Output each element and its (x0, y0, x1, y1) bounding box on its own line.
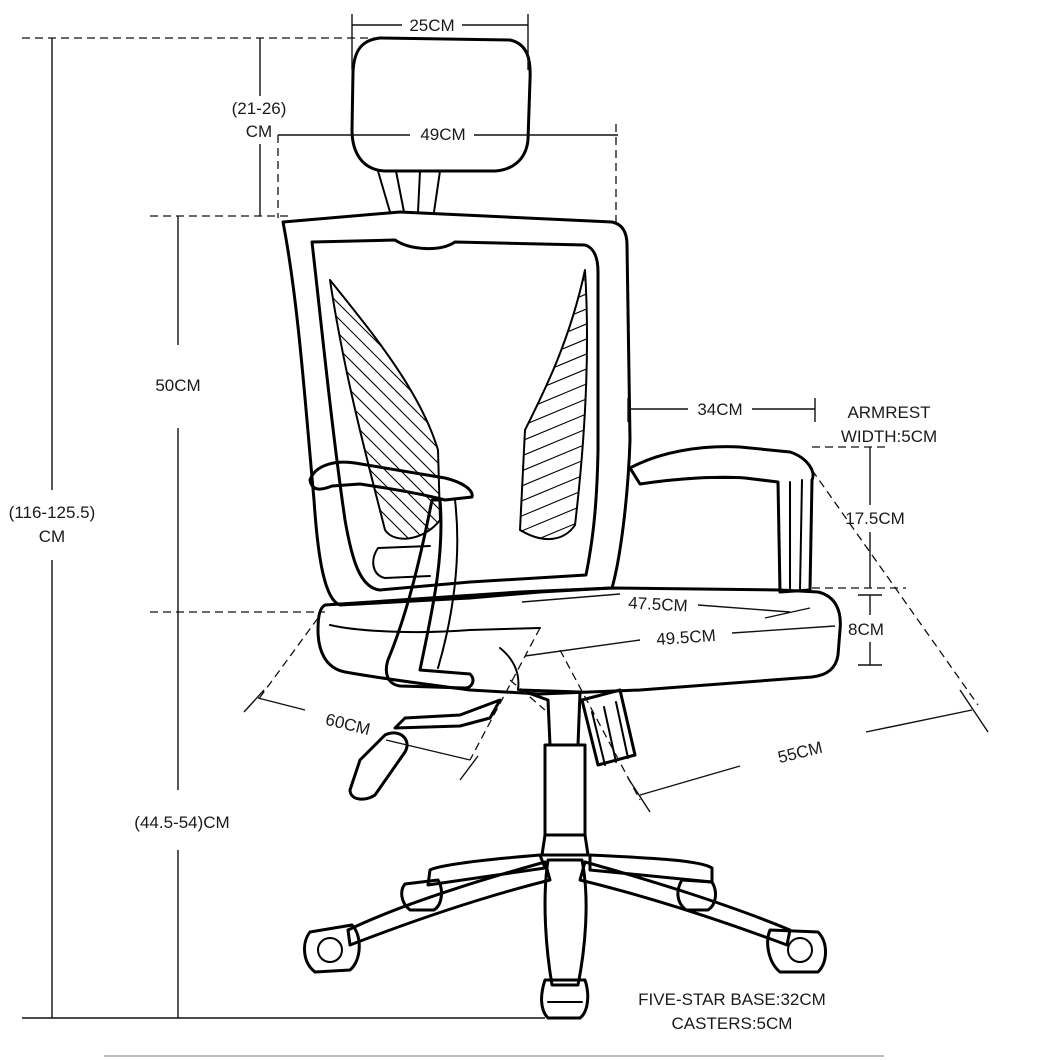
dimension-labels: 25CM (21-26) CM 49CM 50CM (116-125.5) CM… (9, 16, 937, 1033)
label-overall-depth: 60CM (324, 710, 373, 739)
label-seat-width: 49.5CM (656, 626, 717, 649)
mesh-left (330, 280, 440, 539)
label-total-height-line2: CM (39, 527, 65, 546)
caster-back-right (676, 878, 717, 912)
headrest (350, 36, 532, 213)
armrest-left (308, 460, 475, 690)
label-overall-width: 55CM (776, 738, 825, 767)
label-armrest-width-line2: WIDTH:5CM (841, 427, 937, 446)
label-headrest-height-line2: CM (246, 122, 272, 141)
label-headrest-height-line1: (21-26) (232, 99, 287, 118)
caster-back-left (400, 878, 443, 912)
five-star-base (346, 833, 792, 987)
chair-illustration (281, 36, 842, 1020)
mesh-right (520, 270, 587, 540)
label-armrest-width-line1: ARMREST (847, 403, 930, 422)
casters (303, 878, 827, 1020)
armrest-right (628, 445, 815, 594)
caster-front-right (766, 928, 827, 974)
label-seat-height: (44.5-54)CM (134, 813, 229, 832)
label-headrest-width: 25CM (409, 16, 454, 35)
label-base-line1: FIVE-STAR BASE:32CM (638, 990, 826, 1009)
label-seat-thickness: 8CM (848, 620, 884, 639)
dimension-lines (22, 14, 989, 1019)
caster-front-left (303, 923, 361, 974)
label-seat-depth: 47.5CM (628, 593, 688, 615)
label-back-height: 50CM (155, 376, 200, 395)
caster-front (540, 978, 590, 1020)
label-total-height-line1: (116-125.5) (9, 503, 96, 522)
label-armrest-length: 34CM (697, 400, 742, 419)
label-back-width: 49CM (420, 125, 465, 144)
label-base-line2: CASTERS:5CM (672, 1014, 793, 1033)
label-armrest-height: 17.5CM (845, 509, 905, 528)
